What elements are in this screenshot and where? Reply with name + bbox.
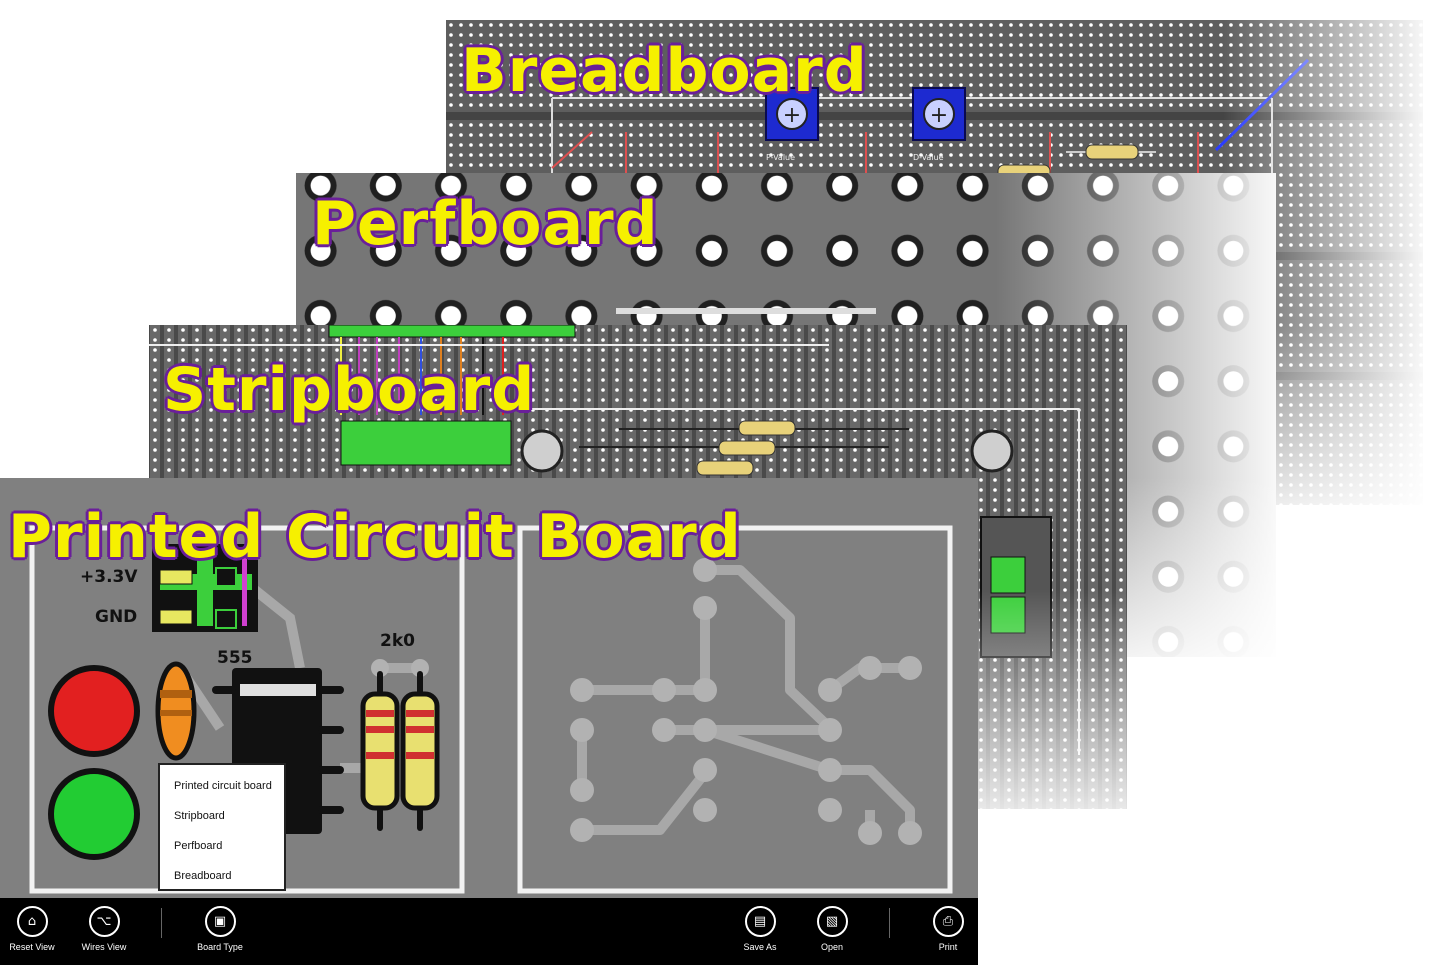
open-label: Open <box>820 942 844 952</box>
pot-label-d: D-Value <box>913 153 944 162</box>
board-type-label: Board Type <box>197 942 243 952</box>
pcb-title: Printed Circuit Board <box>8 502 742 572</box>
svg-text:+: + <box>783 103 801 128</box>
open-file-icon: ▧ <box>816 906 848 937</box>
pcb-board-art <box>29 525 953 894</box>
wires-view-label: Wires View <box>81 942 127 952</box>
app-bar: ⌂ Reset View ⌥ Wires View ▣ Board Type ▤… <box>0 898 978 965</box>
breadboard-title: Breadboard <box>461 36 868 106</box>
appbar-separator-2 <box>889 908 890 938</box>
wire-icon: ⌥ <box>88 906 120 937</box>
menu-item-stripboard[interactable]: Stripboard <box>174 810 225 822</box>
board-type-menu: Printed circuit board Stripboard Perfboa… <box>158 763 286 891</box>
wires-view-button[interactable]: ⌥ Wires View <box>72 906 136 952</box>
stripboard-title: Stripboard <box>163 355 536 425</box>
save-as-button[interactable]: ▤ Save As <box>728 906 792 952</box>
open-button[interactable]: ▧ Open <box>800 906 864 952</box>
pcb-panel: +3.3V GND 555 2k0 Printed Circuit Board <box>0 478 978 898</box>
reset-view-label: Reset View <box>9 942 55 952</box>
label-3v3: +3.3V <box>80 567 138 587</box>
menu-item-pcb[interactable]: Printed circuit board <box>174 780 272 792</box>
svg-text:+: + <box>930 103 948 128</box>
board-type-button[interactable]: ▣ Board Type <box>188 906 252 952</box>
label-2k0: 2k0 <box>380 631 415 651</box>
print-icon: ⎙ <box>932 906 964 937</box>
home-icon: ⌂ <box>16 906 48 937</box>
perfboard-title: Perfboard <box>312 189 659 259</box>
appbar-separator <box>161 908 162 938</box>
reset-view-button[interactable]: ⌂ Reset View <box>0 906 64 952</box>
menu-item-breadboard[interactable]: Breadboard <box>174 870 232 882</box>
board-icon: ▣ <box>204 906 236 937</box>
save-icon: ▤ <box>744 906 776 937</box>
label-gnd: GND <box>95 607 138 627</box>
print-button[interactable]: ⎙ Print <box>916 906 980 952</box>
save-as-label: Save As <box>743 942 777 952</box>
pot-label-p: P-Value <box>766 153 795 162</box>
label-555: 555 <box>217 648 253 668</box>
menu-item-perfboard[interactable]: Perfboard <box>174 840 223 852</box>
print-label: Print <box>938 942 958 952</box>
